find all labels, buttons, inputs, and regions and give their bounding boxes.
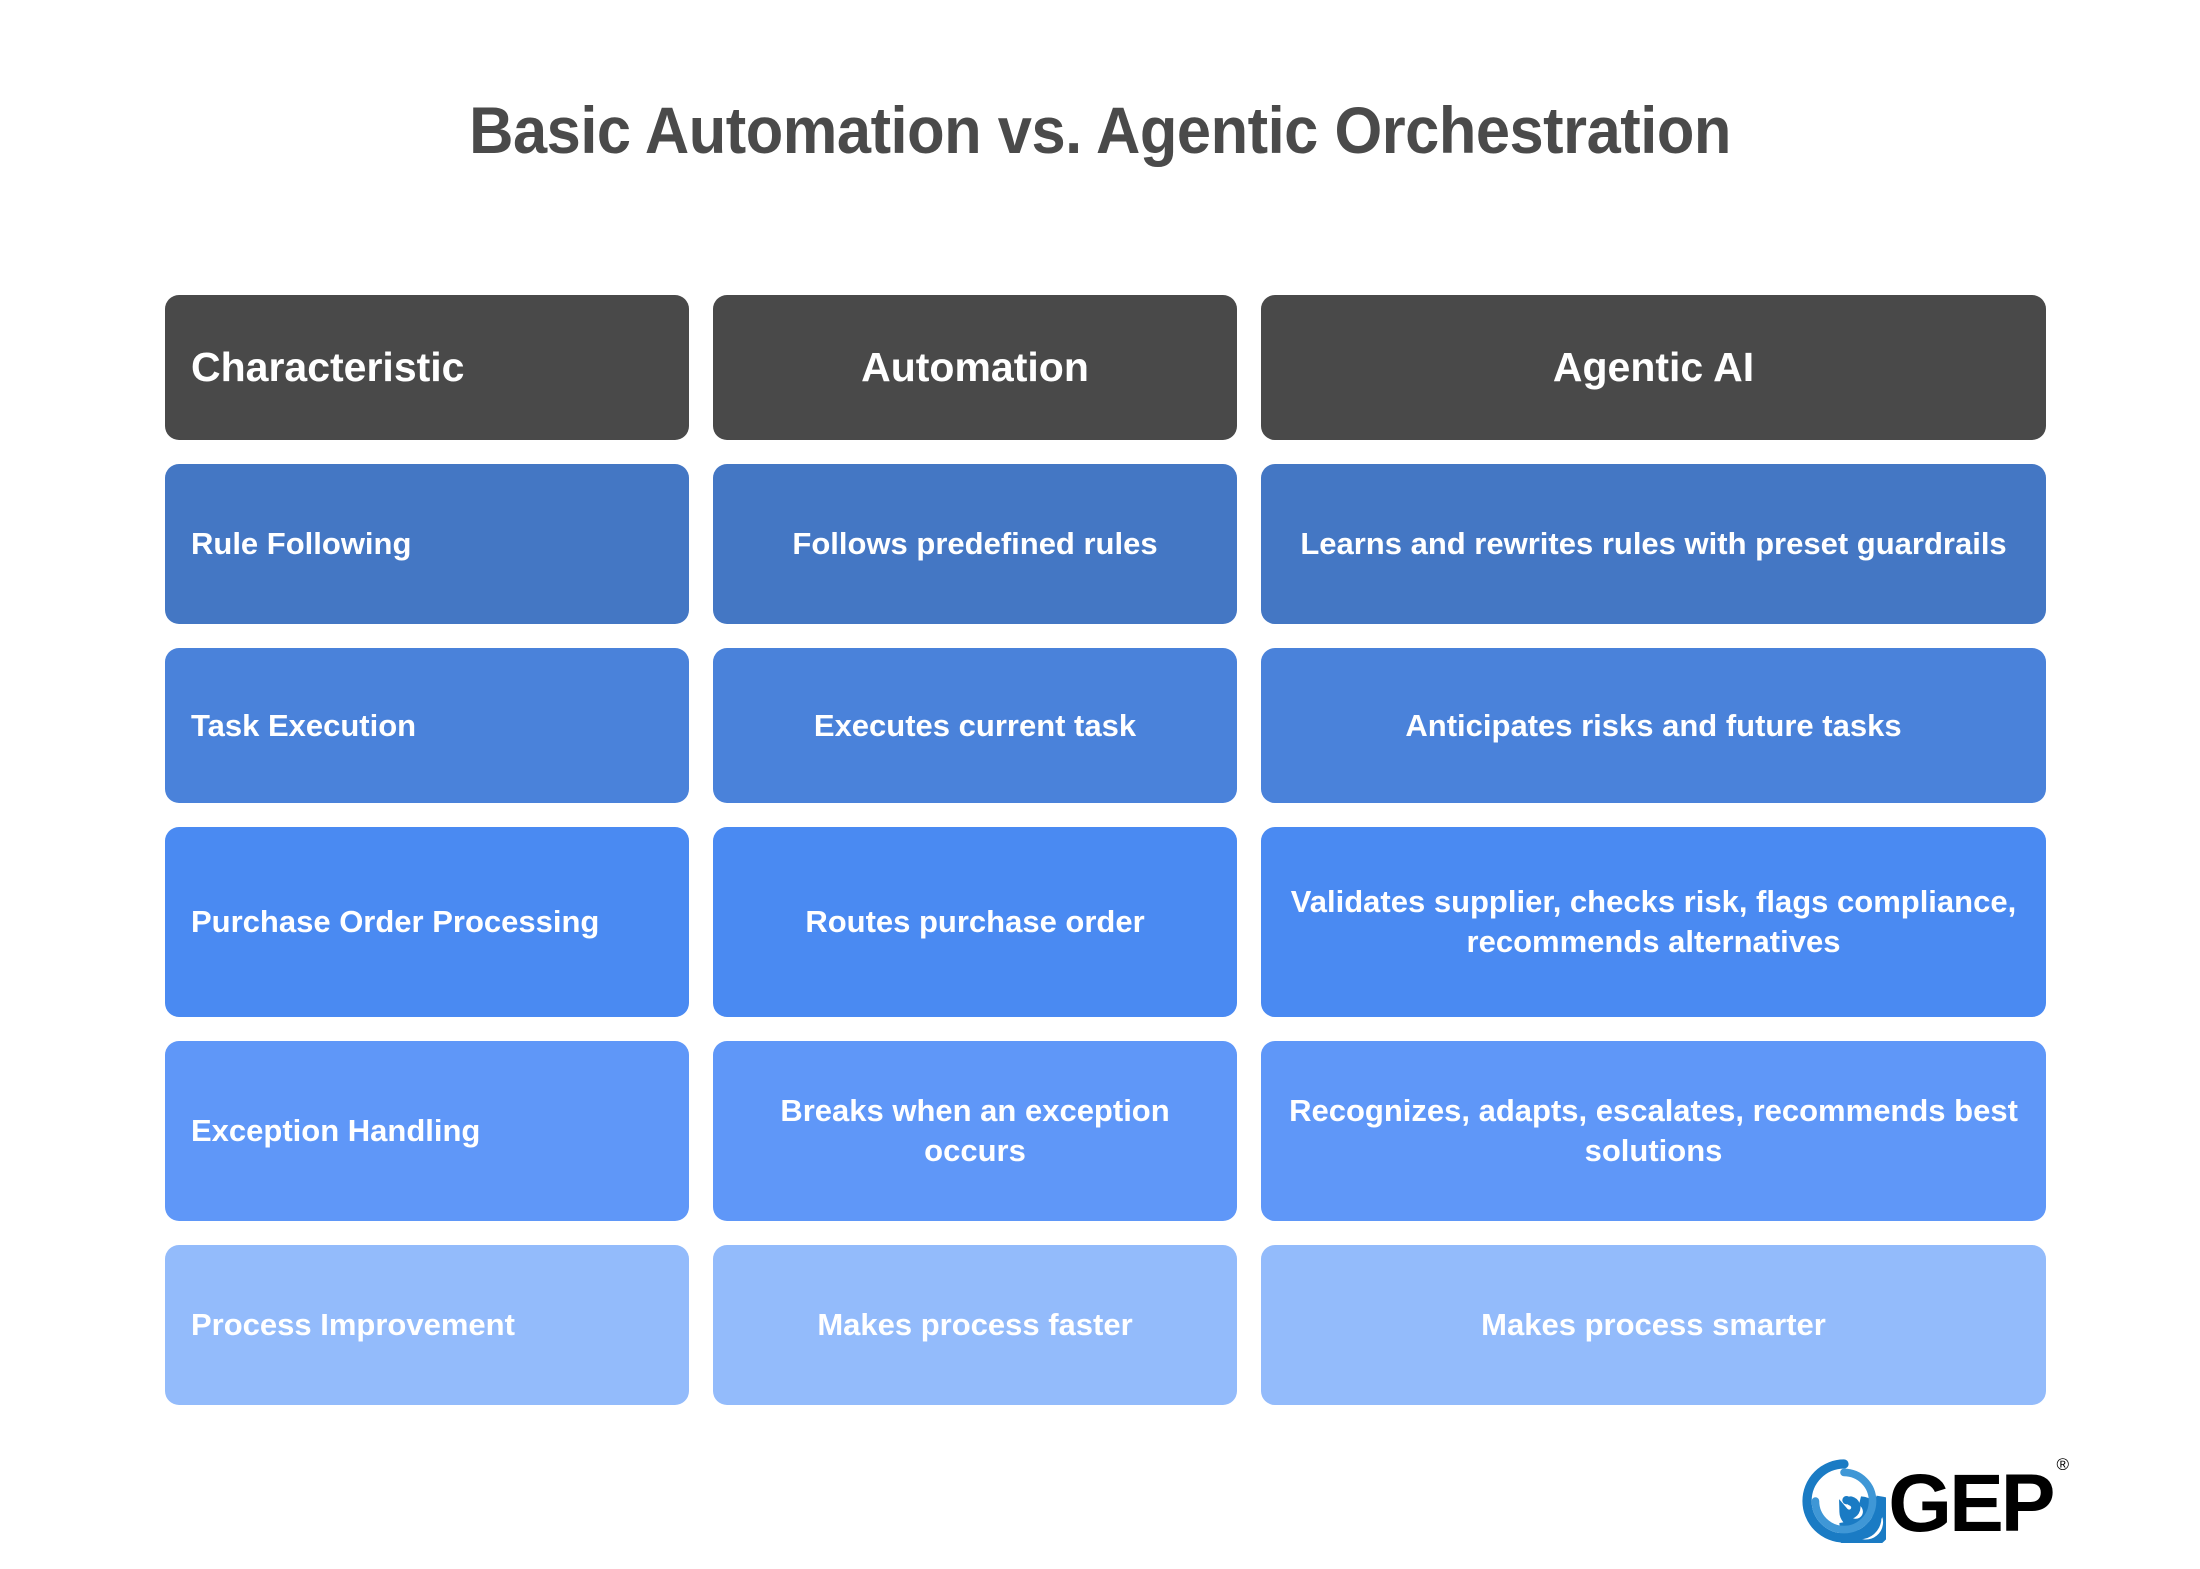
table-row: Exception Handling Breaks when an except… bbox=[165, 1041, 2046, 1221]
gep-swirl-icon bbox=[1802, 1459, 1887, 1543]
cell-characteristic: Task Execution bbox=[165, 648, 689, 803]
cell-agentic-ai: Recognizes, adapts, escalates, recommend… bbox=[1261, 1041, 2046, 1221]
cell-agentic-ai: Validates supplier, checks risk, flags c… bbox=[1261, 827, 2046, 1017]
cell-automation: Routes purchase order bbox=[713, 827, 1237, 1017]
cell-characteristic: Exception Handling bbox=[165, 1041, 689, 1221]
table-row: Rule Following Follows predefined rules … bbox=[165, 464, 2046, 624]
gep-logo: GEP ® bbox=[1802, 1455, 2069, 1549]
header-cell-characteristic: Characteristic bbox=[165, 295, 689, 440]
comparison-table: Characteristic Automation Agentic AI Rul… bbox=[165, 295, 2046, 1405]
cell-characteristic: Purchase Order Processing bbox=[165, 827, 689, 1017]
table-header-row: Characteristic Automation Agentic AI bbox=[165, 295, 2046, 440]
table-row: Process Improvement Makes process faster… bbox=[165, 1245, 2046, 1405]
cell-automation: Executes current task bbox=[713, 648, 1237, 803]
cell-agentic-ai: Makes process smarter bbox=[1261, 1245, 2046, 1405]
cell-automation: Makes process faster bbox=[713, 1245, 1237, 1405]
header-cell-automation: Automation bbox=[713, 295, 1237, 440]
table-row: Purchase Order Processing Routes purchas… bbox=[165, 827, 2046, 1017]
cell-automation: Breaks when an exception occurs bbox=[713, 1041, 1237, 1221]
registered-trademark-icon: ® bbox=[2056, 1455, 2069, 1474]
gep-wordmark: GEP bbox=[1888, 1458, 2055, 1549]
cell-characteristic: Rule Following bbox=[165, 464, 689, 624]
header-cell-agentic-ai: Agentic AI bbox=[1261, 295, 2046, 440]
cell-agentic-ai: Learns and rewrites rules with preset gu… bbox=[1261, 464, 2046, 624]
cell-characteristic: Process Improvement bbox=[165, 1245, 689, 1405]
cell-agentic-ai: Anticipates risks and future tasks bbox=[1261, 648, 2046, 803]
cell-automation: Follows predefined rules bbox=[713, 464, 1237, 624]
page-title: Basic Automation vs. Agentic Orchestrati… bbox=[469, 93, 1731, 167]
table-row: Task Execution Executes current task Ant… bbox=[165, 648, 2046, 803]
